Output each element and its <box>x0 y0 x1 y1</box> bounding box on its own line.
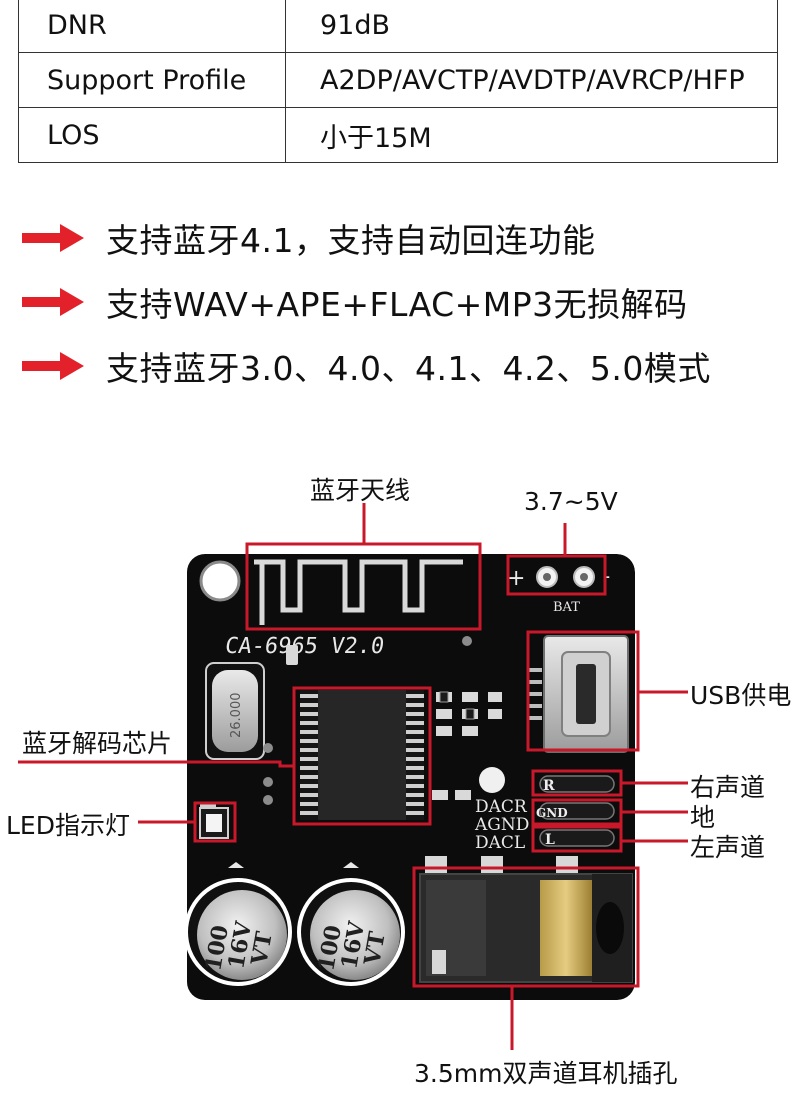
test-pad <box>479 767 505 793</box>
usb-port <box>528 635 629 753</box>
table-row: DNR 91dB <box>18 0 778 53</box>
feature-item: 支持WAV+APE+FLAC+MP3无损解码 <box>22 272 688 332</box>
label-antenna: 蓝牙天线 <box>310 476 411 505</box>
callout-lines <box>18 503 688 1050</box>
audio-pins: R GND L <box>536 775 615 848</box>
spec-value: 91dB <box>285 0 778 53</box>
table-row: LOS 小于15M <box>18 107 778 163</box>
feature-item: 支持蓝牙4.1，支持自动回连功能 <box>22 208 595 268</box>
capacitor-1: 100 16V VT <box>184 862 292 986</box>
spec-value: A2DP/AVCTP/AVDTP/AVRCP/HFP <box>285 52 778 108</box>
pin-gnd-silkscreen: GND <box>536 806 568 820</box>
spec-value: 小于15M <box>285 107 778 163</box>
spec-table: DNR 91dB Support Profile A2DP/AVCTP/AVDT… <box>18 0 778 163</box>
pin-r-silkscreen: R <box>543 778 555 794</box>
arrow-right-icon <box>22 224 84 252</box>
feature-text: 支持蓝牙3.0、4.0、4.1、4.2、5.0模式 <box>106 349 711 388</box>
table-row: Support Profile A2DP/AVCTP/AVDTP/AVRCP/H… <box>18 52 778 108</box>
board-illustration: CA-6965 V2.0 + - BAT 26.000 <box>18 503 688 1050</box>
cap2-brand: VT <box>359 929 391 968</box>
spec-label: DNR <box>18 0 286 53</box>
dacr-silkscreen: DACR <box>475 797 528 817</box>
feature-item: 支持蓝牙3.0、4.0、4.1、4.2、5.0模式 <box>22 336 711 396</box>
cap1-brand: VT <box>246 929 278 968</box>
antenna-trace <box>254 559 463 625</box>
label-left-channel: 左声道 <box>690 833 766 862</box>
label-power: 3.7~5V <box>524 487 618 516</box>
capacitor-2: 100 16V VT <box>297 862 405 986</box>
dacl-silkscreen: DACL <box>475 833 525 853</box>
feature-text: 支持蓝牙4.1，支持自动回连功能 <box>106 221 596 260</box>
decoder-chip <box>300 690 424 820</box>
feature-text: 支持WAV+APE+FLAC+MP3无损解码 <box>106 285 688 324</box>
label-jack: 3.5mm双声道耳机插孔 <box>414 1059 678 1088</box>
arrow-right-icon <box>22 288 84 316</box>
spec-label: Support Profile <box>18 52 286 108</box>
label-chip: 蓝牙解码芯片 <box>22 729 173 758</box>
label-right-channel: 右声道 <box>690 773 766 802</box>
mounting-hole <box>199 560 241 602</box>
bat-silkscreen: BAT <box>553 600 580 615</box>
arrow-right-icon <box>22 352 84 380</box>
spec-label: LOS <box>18 107 286 163</box>
minus-silkscreen: - <box>603 564 610 588</box>
pin-l-silkscreen: L <box>545 832 555 848</box>
label-usb: USB供电 <box>690 681 792 710</box>
label-ground: 地 <box>690 803 716 832</box>
audio-jack <box>419 856 633 983</box>
plus-silkscreen: + <box>507 566 525 591</box>
crystal-label: 26.000 <box>229 693 244 739</box>
board-diagram: CA-6965 V2.0 + - BAT 26.000 <box>0 440 800 1099</box>
label-led: LED指示灯 <box>6 811 130 840</box>
crystal <box>212 670 258 752</box>
model-silkscreen: CA-6965 V2.0 <box>223 633 385 659</box>
agnd-silkscreen: AGND <box>474 815 529 835</box>
